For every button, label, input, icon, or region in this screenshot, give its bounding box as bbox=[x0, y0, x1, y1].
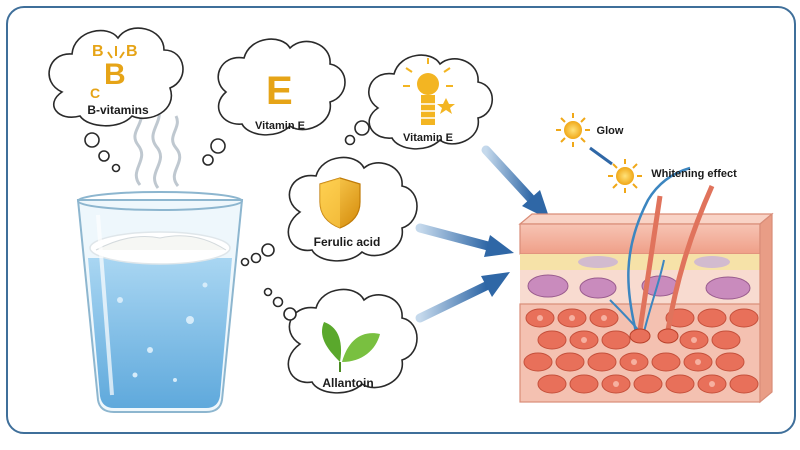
nutrient-label-vitamin-e-1: Vitamin E bbox=[255, 120, 305, 132]
svg-text:C: C bbox=[90, 85, 100, 101]
glow-connector bbox=[589, 146, 613, 166]
nutrient-label-b-vitamins: B-vitamins bbox=[87, 103, 149, 117]
glow-sun-icon bbox=[556, 113, 590, 147]
lightbulb-icon bbox=[403, 58, 455, 125]
cloud-b-vitamins bbox=[48, 27, 184, 173]
letter-e-icon: E bbox=[266, 69, 293, 113]
skin-cross-section-icon bbox=[518, 166, 774, 404]
arrow-vitamin-e-to-skin bbox=[481, 145, 550, 220]
b-vitamin-letters-icon: B B B C bbox=[90, 43, 138, 101]
whitening-sun-icon bbox=[608, 159, 642, 193]
nutrient-label-allantoin: Allantoin bbox=[322, 376, 374, 390]
arrow-allantoin-to-skin bbox=[415, 272, 510, 323]
effect-label-whitening: Whitening effect bbox=[651, 168, 737, 180]
leaf-icon bbox=[321, 322, 380, 372]
cloud-vitamin-e-1 bbox=[202, 38, 346, 166]
arrow-ferulic-to-skin bbox=[415, 223, 514, 257]
nutrient-label-vitamin-e-2: Vitamin E bbox=[403, 132, 453, 144]
nutrient-label-ferulic-acid: Ferulic acid bbox=[313, 235, 381, 249]
rice-water-glass-icon bbox=[76, 107, 244, 413]
svg-text:B: B bbox=[92, 43, 104, 60]
svg-text:B: B bbox=[104, 58, 126, 91]
cloud-allantoin bbox=[263, 287, 418, 394]
effect-label-glow: Glow bbox=[596, 125, 624, 137]
shield-icon bbox=[319, 177, 361, 229]
svg-text:B: B bbox=[126, 43, 138, 60]
